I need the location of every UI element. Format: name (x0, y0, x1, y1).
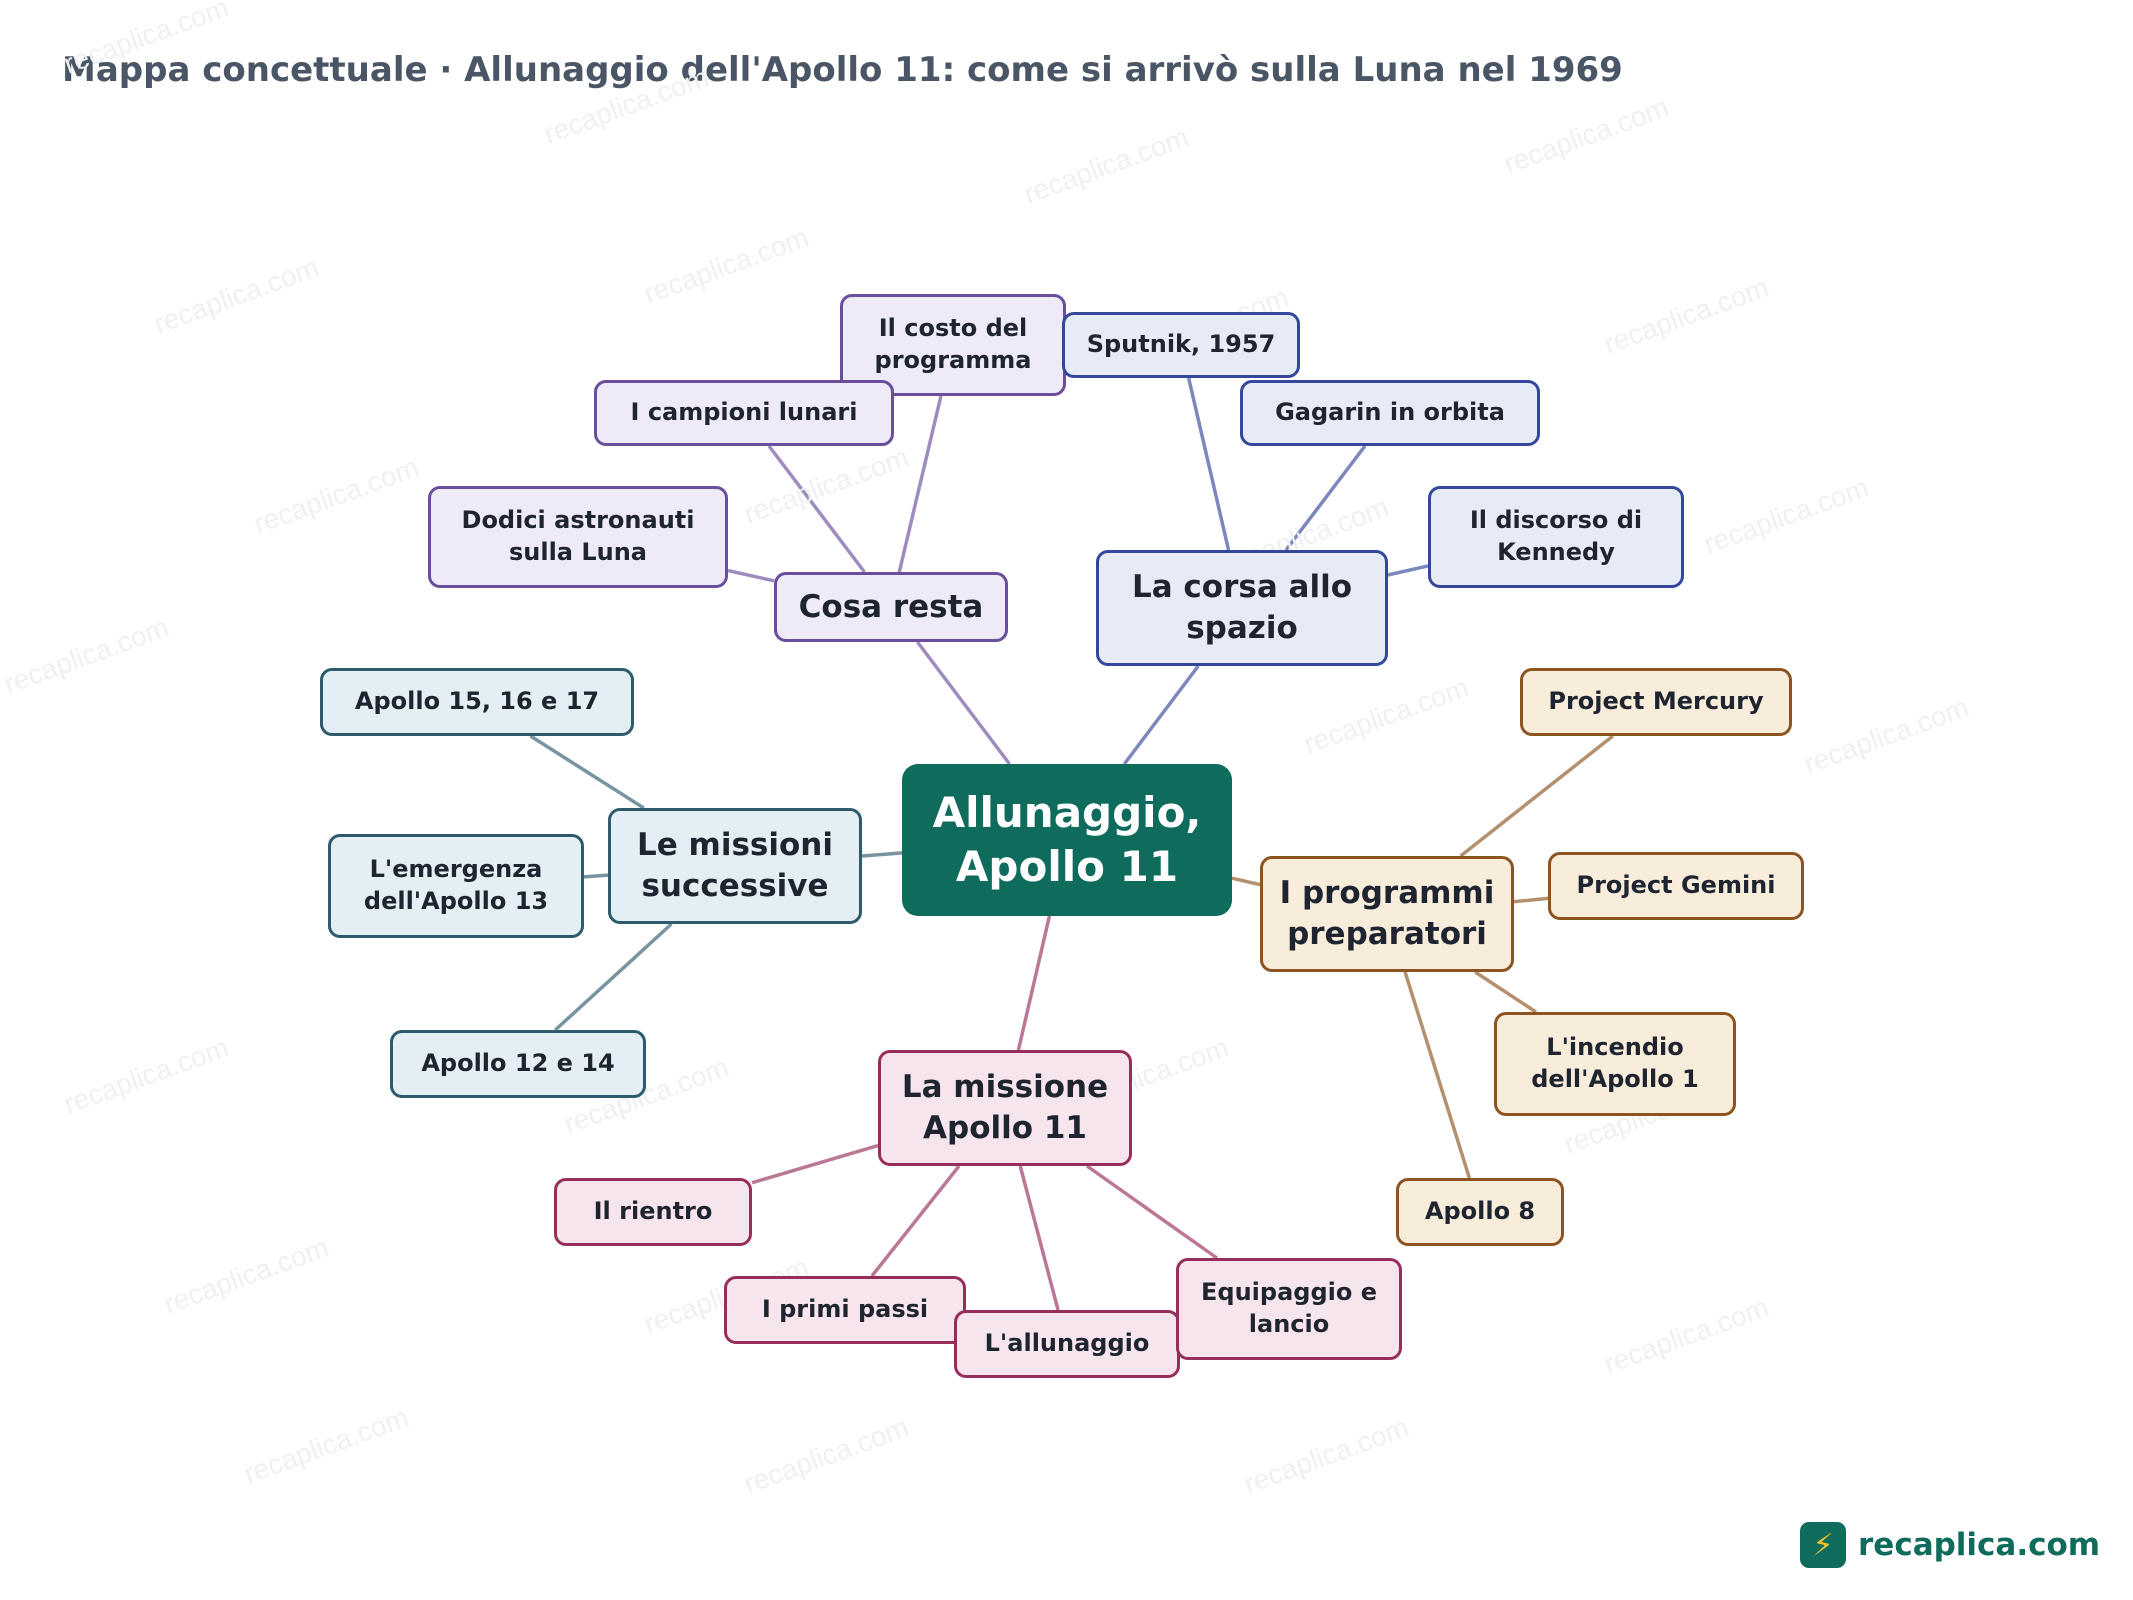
leaf-node-equipaggio[interactable]: Equipaggio e lancio (1176, 1258, 1402, 1360)
leaf-node-costo[interactable]: Il costo del programma (840, 294, 1066, 396)
link-programmi-apollo8 (1403, 971, 1472, 1179)
link-cosa-resta-costo (897, 395, 943, 573)
brand-logo-link[interactable]: ⚡ recaplica.com (1800, 1520, 2100, 1570)
link-successive-apollo15 (529, 734, 645, 810)
bolt-icon: ⚡ (1800, 1522, 1846, 1568)
link-center-corsa-spazio (1122, 664, 1200, 766)
leaf-node-dodici[interactable]: Dodici astronauti sulla Luna (428, 486, 728, 588)
link-corsa-spazio-kennedy (1387, 564, 1429, 577)
branch-node-successive[interactable]: Le missioni successive (608, 808, 862, 924)
leaf-node-apollo12[interactable]: Apollo 12 e 14 (390, 1030, 646, 1098)
leaf-node-allunaggio[interactable]: L'allunaggio (954, 1310, 1180, 1378)
branch-node-missione[interactable]: La missione Apollo 11 (878, 1050, 1132, 1166)
link-missione-rientro (751, 1143, 879, 1185)
leaf-node-apollo13[interactable]: L'emergenza dell'Apollo 13 (328, 834, 584, 938)
leaf-node-kennedy[interactable]: Il discorso di Kennedy (1428, 486, 1684, 588)
branch-node-cosa-resta[interactable]: Cosa resta (774, 572, 1008, 642)
branch-node-programmi[interactable]: I programmi preparatori (1260, 856, 1514, 972)
link-successive-apollo13 (583, 873, 609, 879)
brand-name: recaplica.com (1858, 1527, 2101, 1563)
link-corsa-spazio-sputnik (1186, 377, 1231, 551)
link-programmi-mercury (1459, 734, 1614, 858)
leaf-node-sputnik[interactable]: Sputnik, 1957 (1062, 312, 1300, 378)
link-missione-passi (870, 1164, 961, 1278)
page-title: Mappa concettuale · Allunaggio dell'Apol… (62, 50, 1623, 90)
link-missione-equipaggio (1085, 1164, 1218, 1260)
link-center-missione (1016, 915, 1052, 1051)
leaf-node-gagarin[interactable]: Gagarin in orbita (1240, 380, 1540, 446)
leaf-node-incendio[interactable]: L'incendio dell'Apollo 1 (1494, 1012, 1736, 1116)
link-cosa-resta-dodici (727, 568, 775, 583)
leaf-node-mercury[interactable]: Project Mercury (1520, 668, 1792, 736)
leaf-node-passi[interactable]: I primi passi (724, 1276, 966, 1344)
link-center-successive (861, 851, 903, 858)
leaf-node-apollo8[interactable]: Apollo 8 (1396, 1178, 1564, 1246)
link-center-programmi (1231, 876, 1261, 887)
link-center-cosa-resta (916, 640, 1011, 766)
link-missione-allunaggio (1018, 1165, 1060, 1311)
link-programmi-incendio (1474, 970, 1537, 1014)
leaf-node-campioni[interactable]: I campioni lunari (594, 380, 894, 446)
leaf-node-gemini[interactable]: Project Gemini (1548, 852, 1804, 920)
leaf-node-rientro[interactable]: Il rientro (554, 1178, 752, 1246)
link-programmi-gemini (1513, 896, 1549, 904)
link-corsa-spazio-gagarin (1284, 444, 1367, 552)
central-node[interactable]: Allunaggio, Apollo 11 (902, 764, 1232, 916)
link-cosa-resta-campioni (767, 444, 866, 574)
branch-node-corsa-spazio[interactable]: La corsa allo spazio (1096, 550, 1388, 666)
leaf-node-apollo15[interactable]: Apollo 15, 16 e 17 (320, 668, 634, 736)
link-successive-apollo12 (554, 922, 673, 1032)
